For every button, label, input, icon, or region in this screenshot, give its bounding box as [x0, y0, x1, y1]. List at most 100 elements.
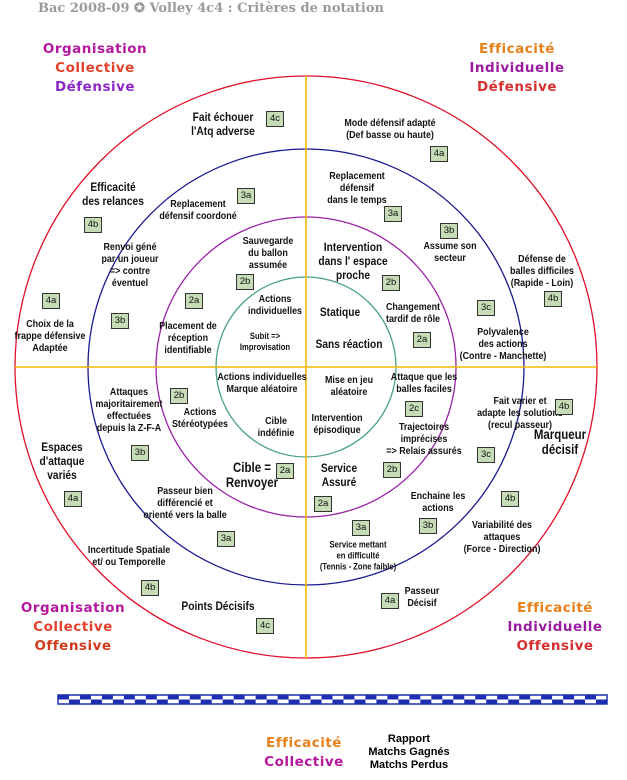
scale-bar-cell [222, 699, 234, 704]
badge-trajectoires: 2b [383, 462, 401, 478]
badge-intervention: 2b [382, 275, 400, 291]
scale-bar-cell [420, 699, 432, 704]
legend-rapport: Rapport [387, 733, 431, 745]
label-statique: Statique [319, 305, 361, 319]
scale-bar-cell [332, 699, 344, 704]
scale-bar-cell [354, 699, 366, 704]
label-cible-renvoyer: Cible = Renvoyer [225, 460, 279, 490]
scale-bar-cell [134, 699, 146, 704]
badge-defense-difficiles: 4b [544, 291, 562, 307]
label-attaques-zfa: Attaques majoritairement effectuées depu… [95, 386, 163, 434]
scale-bar-cell [508, 699, 520, 704]
badge-mode-defensif: 4a [430, 146, 448, 162]
scale-bar-cell [596, 699, 607, 704]
badge-changement: 2a [413, 332, 431, 348]
corner-bottom-right: Efficacité Individuelle Offensive [490, 599, 620, 656]
badge-attaque-faciles: 2c [405, 401, 423, 417]
label-fait-varier: Fait varier et adapte les solutions (rec… [477, 395, 563, 431]
scale-bar-cell [266, 699, 278, 704]
label-actions-stereotypees: Actions Stéréotypées [171, 406, 229, 430]
scale-bar-cell [101, 695, 113, 700]
legend-line1: Efficacité [266, 735, 342, 751]
scale-bar-cell [255, 695, 267, 700]
scale-bar-cell [58, 695, 69, 700]
corner-tl-line1: Organisation [42, 41, 148, 57]
scale-bar-cell [112, 699, 124, 704]
scale-bar-cell [365, 695, 377, 700]
label-assume-secteur: Assume son secteur [423, 240, 477, 264]
badge-sauvegarde: 2b [236, 274, 254, 290]
badge-points-decisifs: 4c [256, 618, 274, 634]
label-espaces-attaque: Espaces d'attaque variés [39, 440, 85, 482]
badge-cible: 2a [276, 463, 294, 479]
corner-bl-line2: Collective [33, 619, 113, 635]
scale-bar-cell [321, 695, 333, 700]
scale-bar-cell [211, 695, 223, 700]
label-enchaine: Enchaine les actions [410, 490, 466, 514]
scale-bar-cell [431, 695, 443, 700]
scale-bar-cell [442, 699, 454, 704]
corner-tl-line3: Défensive [54, 79, 136, 95]
label-polyvalence: Polyvalence des actions (Contre - Manche… [459, 326, 547, 362]
label-sauvegarde: Sauvegarde du ballon assumée [242, 235, 294, 271]
badge-choix-frappe: 4a [42, 293, 60, 309]
badge-passeur-decisif: 4a [381, 593, 399, 609]
corner-bl-line3: Offensive [34, 638, 112, 654]
label-intervention-episodique: Intervention épisodique [311, 412, 363, 436]
scale-bar-cell [398, 699, 410, 704]
scale-bar-cell [299, 695, 311, 700]
corner-br-line1: Efficacité [517, 600, 593, 616]
badge-renvoi: 3b [111, 313, 129, 329]
scale-bar-cell [244, 699, 256, 704]
scale-bar-cell [233, 695, 245, 700]
badge-enchaine-2: 3b [419, 518, 437, 534]
scale-bar-cell [90, 699, 102, 704]
scale-bar-cell [475, 695, 487, 700]
scale-bar-cell [574, 699, 586, 704]
legend-perdus: Matchs Perdus [369, 759, 449, 771]
label-marqueur: Marqueur décisif [533, 427, 587, 457]
badge-relances: 4b [84, 217, 102, 233]
legend-line2: Collective [264, 754, 344, 770]
scale-bar-checker [58, 695, 607, 704]
scale-bar-cell [497, 695, 509, 700]
badge-attaques-zfa: 2b [170, 388, 188, 404]
scale-bar-cell [288, 699, 300, 704]
corner-top-right: Efficacité Individuelle Défensive [452, 40, 582, 97]
label-passeur-differencie: Passeur bien différencié et orienté vers… [143, 485, 227, 521]
scale-bar-cell [376, 699, 388, 704]
label-passeur-decisif: Passeur Décisif [404, 585, 440, 609]
scale-bar-cell [387, 695, 399, 700]
badge-espaces-2: 4a [64, 491, 82, 507]
label-renvoi-gene: Renvoi géné par un joueur => contre éven… [101, 241, 159, 289]
label-replacement-coordonne: Replacement défensif coordoné [159, 198, 237, 222]
scale-bar-cell [200, 699, 212, 704]
scale-bar-cell [68, 699, 80, 704]
badge-fait-varier: 3c [477, 447, 495, 463]
badge-enchaine: 4b [501, 491, 519, 507]
scale-bar-cell [343, 695, 355, 700]
label-attaque-faciles: Attaque que les balles faciles [390, 371, 458, 395]
label-changement-tardif: Changement tardif de rôle [385, 301, 441, 325]
label-service-mettant: Service mettant en difficulté (Tennis - … [319, 539, 397, 572]
scale-bar-cell [145, 695, 157, 700]
scale-bar-cell [178, 699, 190, 704]
scale-bar-cell [409, 695, 421, 700]
label-mise-en-jeu: Mise en jeu aléatoire [324, 374, 374, 398]
scale-bar-cell [156, 699, 168, 704]
corner-bottom-left: Organisation Collective Offensive [8, 599, 138, 656]
scale-bar-cell [563, 695, 575, 700]
badge-fait-echouer: 4c [266, 111, 284, 127]
badge-marqueur: 4b [555, 399, 573, 415]
scale-bar-cell [585, 695, 597, 700]
corner-top-left: Organisation Collective Défensive [30, 40, 160, 97]
legend-title: Efficacité Collective [239, 734, 369, 772]
corner-bl-line1: Organisation [20, 600, 126, 616]
label-efficacite-relances: Efficacité des relances [82, 180, 144, 208]
scale-bar-cell [277, 695, 289, 700]
scale-bar-cell [530, 699, 542, 704]
scale-bar-cell [552, 699, 564, 704]
label-actions-indiv-marque: Actions individuelles Marque aléatoire [217, 371, 307, 395]
label-mode-defensif: Mode défensif adapté (Def basse ou haute… [344, 117, 436, 141]
